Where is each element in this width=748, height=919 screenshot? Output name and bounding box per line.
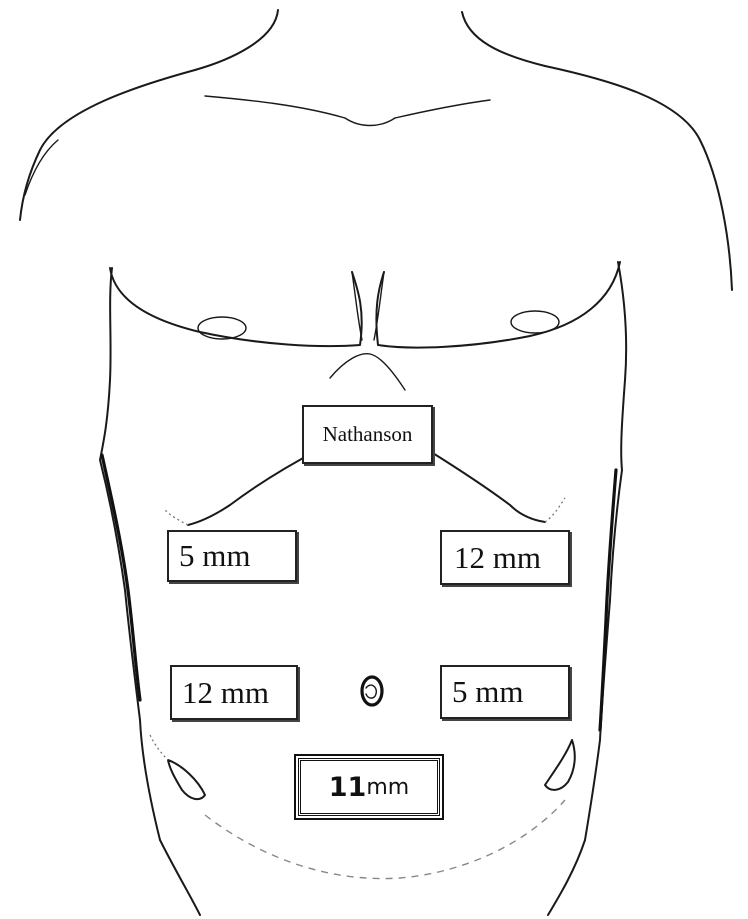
left-costal-margin (188, 450, 318, 525)
neck-left-line (195, 10, 278, 70)
xiphoid-process (330, 354, 405, 390)
right-latissimus-line (600, 470, 616, 730)
right-inguinal-crease (545, 740, 575, 790)
port-left-lower-5mm: 5 mm (440, 665, 570, 719)
sternum-line-right (374, 272, 384, 340)
right-pectoral (376, 262, 620, 348)
right-costal-margin (428, 450, 545, 522)
sternal-notch (345, 118, 395, 126)
right-hip (548, 840, 585, 915)
right-shoulder (545, 66, 732, 290)
left-rib-dotted (165, 510, 188, 525)
left-clavicle (205, 96, 345, 118)
port-umbilical-unit: mm (366, 775, 409, 800)
neck-right-line (462, 12, 545, 66)
port-left-upper-12mm: 12 mm (440, 530, 570, 585)
port-right-lower-12mm: 12 mm (170, 665, 298, 720)
left-inguinal-crease (168, 760, 205, 799)
port-right-upper-5mm: 5 mm (167, 530, 297, 582)
umbilicus (362, 677, 382, 705)
right-clavicle (395, 100, 490, 118)
left-hip (160, 840, 200, 915)
right-flank (585, 262, 626, 840)
port-umbilical-number: 11 (329, 772, 367, 803)
right-rib-dotted (545, 498, 565, 522)
left-pectoral (110, 268, 362, 346)
left-iliac-dotted (150, 735, 168, 760)
left-flank (100, 268, 160, 840)
right-nipple (511, 311, 559, 333)
umbilicus-inner (366, 685, 376, 698)
left-shoulder (20, 70, 195, 220)
nathanson-retractor-label: Nathanson (302, 405, 433, 464)
